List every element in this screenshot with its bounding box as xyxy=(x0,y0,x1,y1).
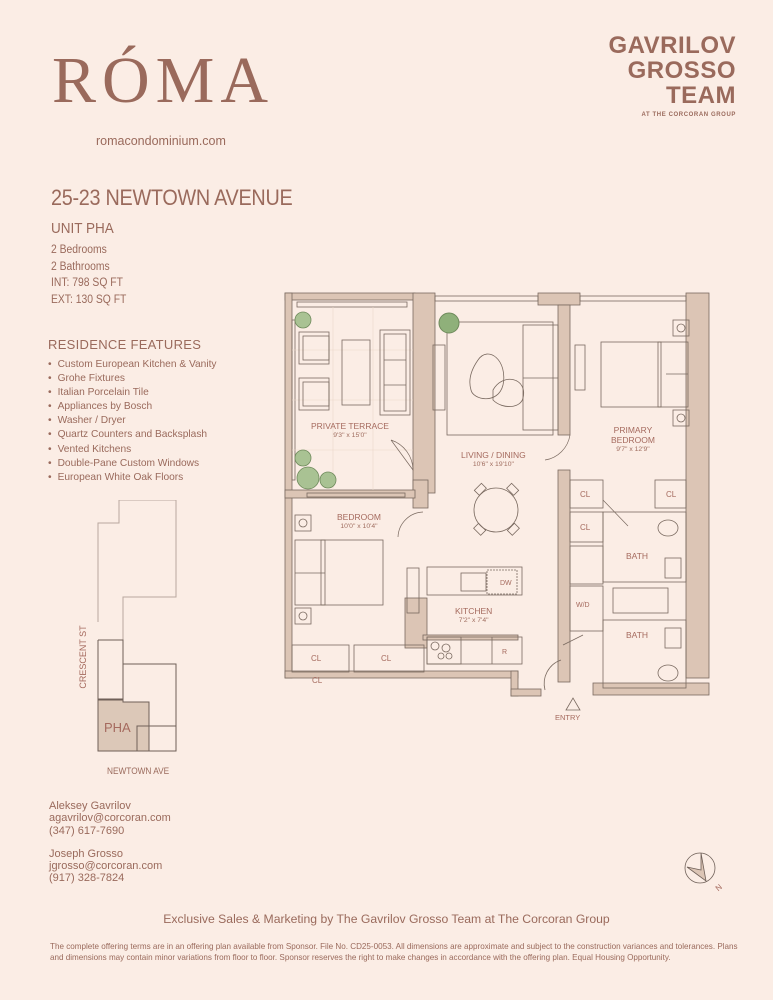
feature-item: Vented Kitchens xyxy=(48,443,217,457)
svg-text:DW: DW xyxy=(500,580,512,587)
contact-2-name: Joseph Grosso xyxy=(49,847,123,860)
unit-name: UNIT PHA xyxy=(51,220,114,237)
team-line-1: GAVRILOV xyxy=(608,32,736,59)
room-terrace-label: PRIVATE TERRACE 9'3" x 15'0" xyxy=(311,421,389,439)
room-primary-bedroom-label: PRIMARY BEDROOM 9'7" x 12'9" xyxy=(611,425,655,453)
plant-icons xyxy=(294,311,337,490)
north-compass-icon: N xyxy=(684,852,722,893)
contact-1-name: Aleksey Gavrilov xyxy=(49,800,131,812)
svg-text:CL: CL xyxy=(666,490,677,499)
svg-text:CL: CL xyxy=(580,490,591,499)
website-link[interactable]: romacondominium.com xyxy=(96,134,226,148)
team-subtitle: AT THE CORCORAN GROUP xyxy=(641,112,736,118)
roma-logo: RÓMA xyxy=(52,44,275,117)
features-title: RESIDENCE FEATURES xyxy=(48,337,202,352)
room-kitchen-label: KITCHEN 7'2" x 7'4" xyxy=(455,606,493,624)
legal-disclaimer: The complete offering terms are in an of… xyxy=(50,942,738,962)
exterior-sqft: EXT: 130 SQ FT xyxy=(51,293,127,306)
contact-1-phone[interactable]: (347) 617-7690 xyxy=(49,824,125,837)
feature-item: Quartz Counters and Backsplash xyxy=(48,428,217,442)
svg-text:W/D: W/D xyxy=(576,602,590,609)
feature-item: Appliances by Bosch xyxy=(48,400,217,414)
svg-text:N: N xyxy=(714,882,722,893)
floor-plan: CL CL CL CL CL CL DW R W/D xyxy=(284,292,710,711)
contact-2-phone[interactable]: (917) 328-7824 xyxy=(49,872,125,885)
contact-1-email[interactable]: agavrilov@corcoran.com xyxy=(49,812,171,825)
feature-item: Italian Porcelain Tile xyxy=(48,386,217,400)
team-logo: GAVRILOV GROSSO TEAM AT THE CORCORAN GRO… xyxy=(608,33,736,120)
svg-text:R: R xyxy=(502,649,507,656)
bedrooms-count: 2 Bedrooms xyxy=(51,244,107,256)
svg-text:CL: CL xyxy=(312,676,323,685)
svg-text:CL: CL xyxy=(381,654,392,663)
keyplan-street-bottom: NEWTOWN AVE xyxy=(107,766,170,776)
contacts: Aleksey Gavrilov agavrilov@corcoran.com … xyxy=(49,800,171,885)
address-title: 25-23 NEWTOWN AVENUE xyxy=(51,185,293,210)
exclusive-marketing-line: Exclusive Sales & Marketing by The Gavri… xyxy=(163,912,610,926)
features-list: Custom European Kitchen & Vanity Grohe F… xyxy=(48,358,217,485)
plant-icon xyxy=(438,312,460,334)
feature-item: European White Oak Floors xyxy=(48,471,217,485)
entry-label: ENTRY xyxy=(555,713,581,722)
room-living-label: LIVING / DINING 10'6" x 19'10" xyxy=(461,450,526,468)
bathrooms-count: 2 Bathrooms xyxy=(51,260,110,273)
unit-specs: 2 Bedrooms 2 Bathrooms INT: 798 SQ FT EX… xyxy=(51,242,126,308)
feature-item: Custom European Kitchen & Vanity xyxy=(48,358,217,372)
feature-item: Double-Pane Custom Windows xyxy=(48,457,217,471)
interior-sqft: INT: 798 SQ FT xyxy=(51,277,123,289)
feature-item: Grohe Fixtures xyxy=(48,372,217,386)
keyplan-unit-label: PHA xyxy=(104,720,131,735)
feature-item: Washer / Dryer xyxy=(48,414,217,428)
room-bath-1-label: BATH xyxy=(626,551,649,561)
key-plan: PHA CRESCENT ST xyxy=(78,500,177,752)
svg-text:CL: CL xyxy=(580,523,591,532)
contact-2-email[interactable]: jgrosso@corcoran.com xyxy=(49,860,163,873)
team-line-2: GROSSO xyxy=(627,57,736,84)
room-bedroom-label: BEDROOM 10'0" x 10'4" xyxy=(337,512,381,530)
team-line-3: TEAM xyxy=(666,82,736,109)
room-bath-2-label: BATH xyxy=(626,630,649,640)
svg-text:CL: CL xyxy=(311,654,322,663)
svg-text:CRESCENT ST: CRESCENT ST xyxy=(78,625,88,689)
